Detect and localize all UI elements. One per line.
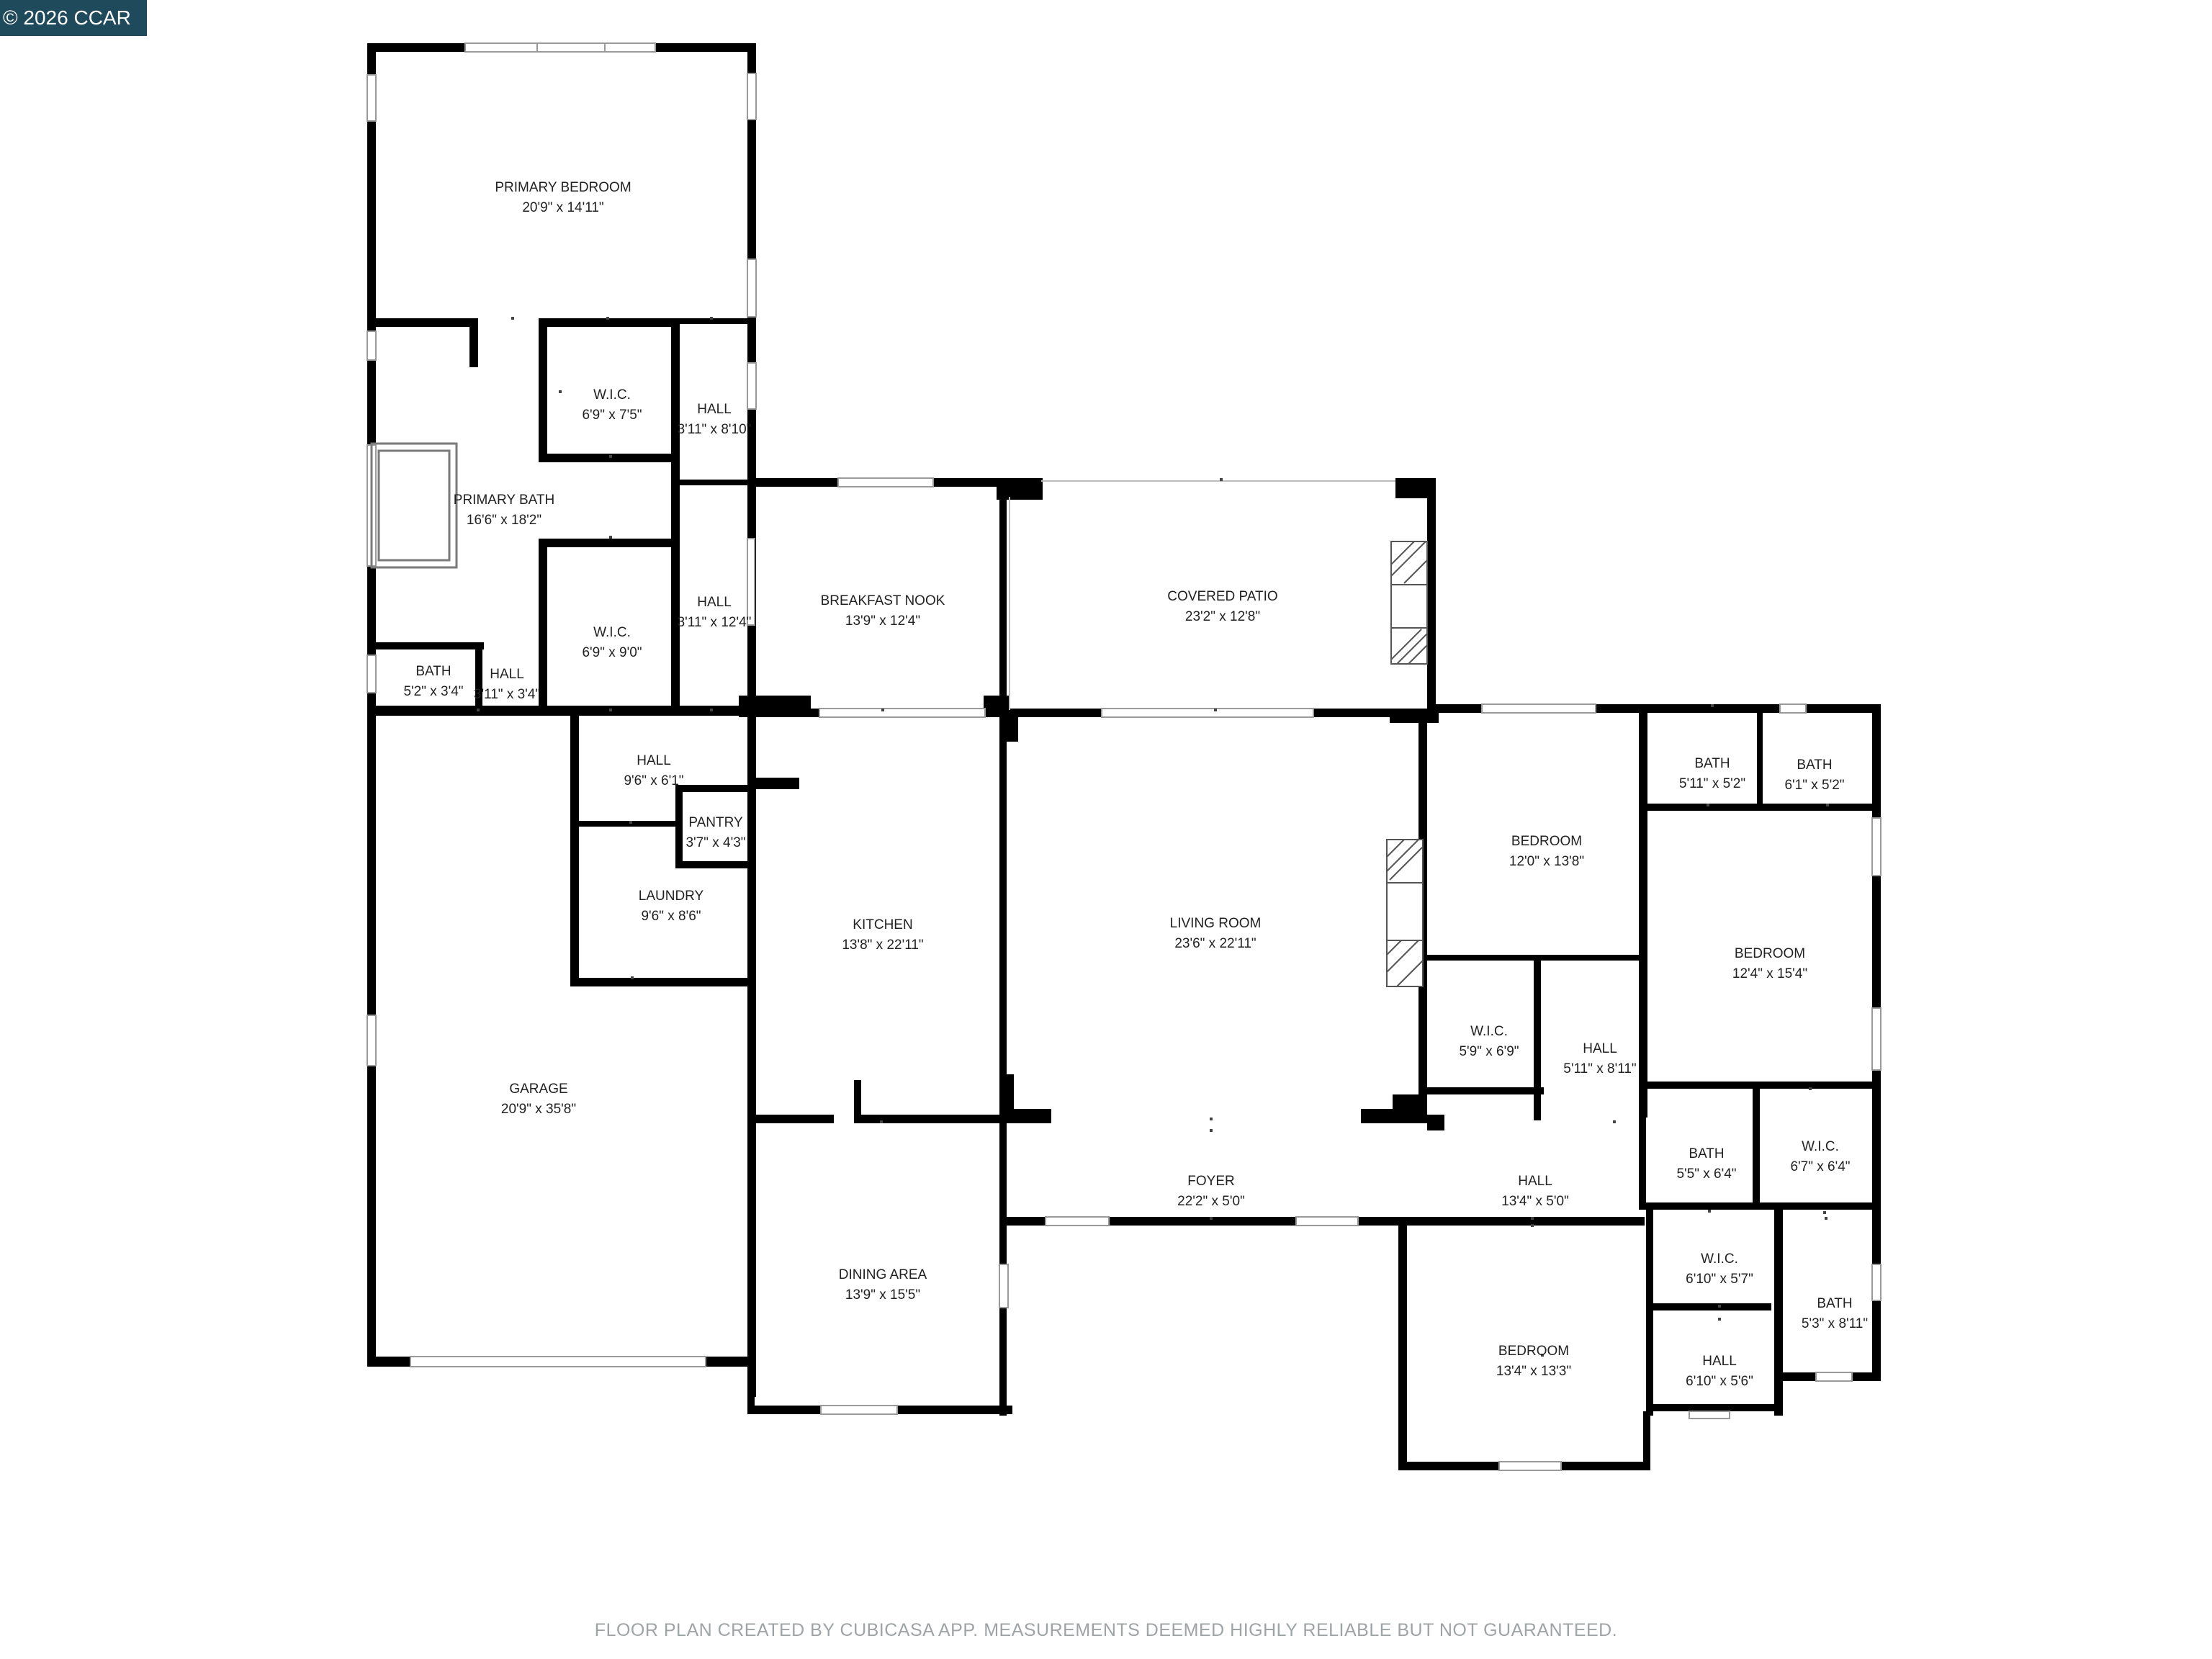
door-markers	[477, 317, 1829, 1357]
room-name-primary-bedroom: PRIMARY BEDROOM	[495, 180, 631, 195]
room-dims-hall-7: 6'10" x 5'6"	[1686, 1374, 1753, 1389]
room-dims-primary-bedroom: 20'9" x 14'11"	[522, 200, 603, 215]
room-dims-wic-5: 6'10" x 5'7"	[1686, 1272, 1753, 1287]
room-name-garage: GARAGE	[509, 1082, 567, 1097]
room-name-laundry: LAUNDRY	[639, 889, 704, 904]
room-name-covered-patio: COVERED PATIO	[1167, 589, 1277, 604]
room-name-hall-7: HALL	[1702, 1354, 1737, 1369]
room-dims-bath-3: 6'1" x 5'2"	[1784, 778, 1844, 793]
room-dims-bath-4: 5'5" x 6'4"	[1676, 1166, 1736, 1182]
room-name-bedroom-2: BEDROOM	[1735, 946, 1805, 961]
room-dims-wic-4: 6'7" x 6'4"	[1790, 1159, 1850, 1174]
room-dims-living-room: 23'6" x 22'11"	[1174, 936, 1256, 951]
room-dims-hall-6: 13'4" x 5'0"	[1501, 1194, 1569, 1209]
room-name-bedroom-1: BEDROOM	[1511, 834, 1582, 849]
covered-patio-outline	[1009, 480, 1395, 710]
room-dims-breakfast-nook: 13'9" x 12'4"	[845, 613, 920, 629]
room-name-bath-1: BATH	[415, 664, 451, 679]
room-dims-bedroom-2: 12'4" x 15'4"	[1732, 966, 1807, 981]
room-dims-bath-5: 5'3" x 8'11"	[1802, 1316, 1868, 1331]
room-name-wic-3: W.I.C.	[1470, 1024, 1508, 1039]
room-name-wic-2: W.I.C.	[593, 625, 631, 640]
room-dims-bath-2: 5'11" x 5'2"	[1679, 776, 1745, 791]
room-name-kitchen: KITCHEN	[853, 917, 912, 932]
room-dims-bedroom-1: 12'0" x 13'8"	[1509, 854, 1584, 869]
room-dims-garage: 20'9" x 35'8"	[501, 1102, 576, 1117]
room-name-bath-2: BATH	[1694, 756, 1730, 771]
walls	[367, 43, 1881, 1470]
room-name-bath-5: BATH	[1817, 1296, 1852, 1311]
room-name-dining-area: DINING AREA	[839, 1267, 927, 1282]
room-dims-hall-5: 5'11" x 8'11"	[1563, 1061, 1636, 1076]
fireplace-icon-patio	[1390, 541, 1428, 665]
fireplace-icon-living	[1386, 839, 1424, 987]
wall-openings	[367, 42, 1881, 1471]
room-name-breakfast-nook: BREAKFAST NOOK	[821, 593, 945, 608]
room-name-primary-bath: PRIMARY BATH	[454, 493, 554, 508]
room-name-pantry: PANTRY	[688, 815, 743, 830]
room-dims-hall-4: 9'6" x 6'1"	[624, 773, 683, 788]
room-name-foyer: FOYER	[1187, 1174, 1234, 1189]
room-dims-foyer: 22'2" x 5'0"	[1177, 1194, 1245, 1209]
footer-disclaimer: FLOOR PLAN CREATED BY CUBICASA APP. MEAS…	[594, 1620, 1618, 1640]
room-name-hall-2: HALL	[697, 595, 732, 610]
room-dims-wic-1: 6'9" x 7'5"	[582, 408, 642, 423]
room-dims-wic-2: 6'9" x 9'0"	[582, 645, 642, 660]
bathtub-icon	[370, 442, 458, 569]
room-dims-hall-1: 3'11" x 8'10"	[678, 422, 752, 437]
room-name-hall-4: HALL	[637, 753, 671, 768]
room-dims-kitchen: 13'8" x 22'11"	[842, 938, 923, 953]
room-name-hall-3: HALL	[490, 667, 524, 682]
room-name-wic-4: W.I.C.	[1802, 1139, 1839, 1154]
room-dims-wic-3: 5'9" x 6'9"	[1459, 1044, 1519, 1059]
room-name-hall-6: HALL	[1518, 1174, 1552, 1189]
room-dims-bath-1: 5'2" x 3'4"	[403, 684, 463, 699]
room-name-wic-5: W.I.C.	[1701, 1251, 1738, 1267]
room-name-hall-1: HALL	[697, 402, 732, 417]
room-dims-laundry: 9'6" x 8'6"	[641, 909, 701, 924]
room-dims-pantry: 3'7" x 4'3"	[685, 835, 745, 850]
copyright-badge: © 2026 CCAR	[0, 0, 147, 36]
room-name-living-room: LIVING ROOM	[1170, 916, 1262, 931]
room-dims-bedroom-3: 13'4" x 13'3"	[1496, 1364, 1571, 1379]
room-dims-hall-3: 3'11" x 3'4"	[474, 687, 540, 702]
room-name-bedroom-3: BEDROOM	[1498, 1344, 1569, 1359]
room-name-wic-1: W.I.C.	[593, 387, 631, 403]
room-name-hall-5: HALL	[1583, 1041, 1617, 1056]
room-dims-hall-2: 3'11" x 12'4"	[678, 615, 752, 630]
room-dims-covered-patio: 23'2" x 12'8"	[1185, 609, 1260, 624]
room-name-bath-4: BATH	[1689, 1146, 1724, 1161]
room-dims-dining-area: 13'9" x 15'5"	[845, 1287, 920, 1303]
room-dims-primary-bath: 16'6" x 18'2"	[467, 513, 541, 528]
room-name-bath-3: BATH	[1797, 757, 1832, 773]
